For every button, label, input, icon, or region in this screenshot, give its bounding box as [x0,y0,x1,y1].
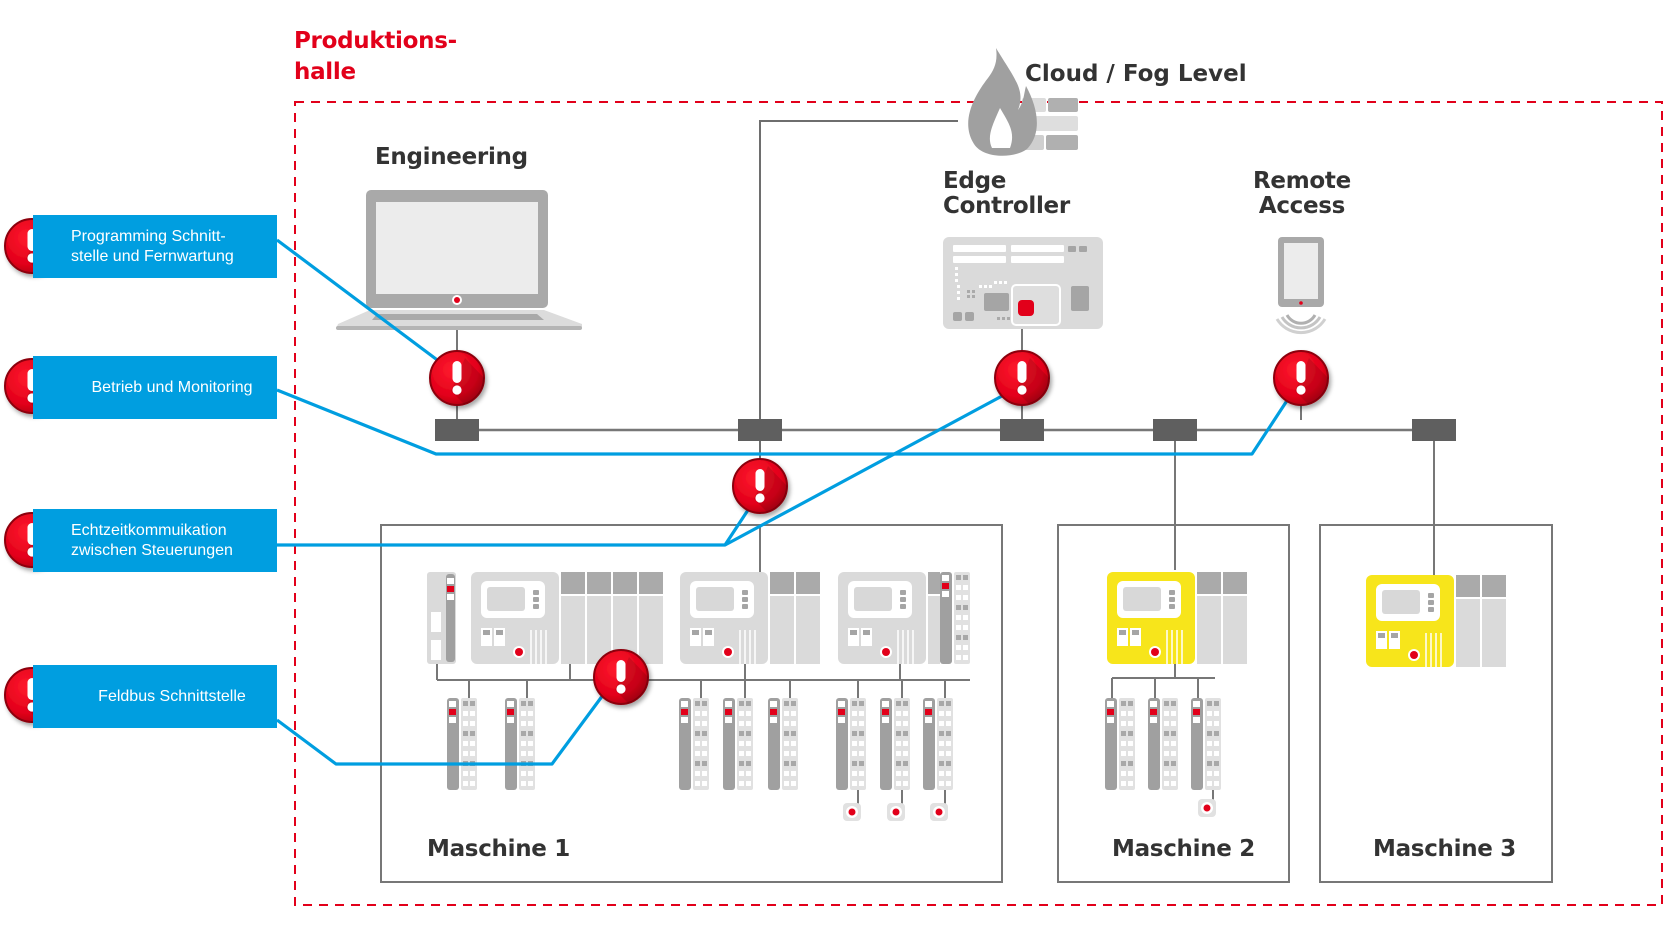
plc-controller-yellow [1366,575,1506,667]
callout-realtime-label: Echtzeitkommuikation zwischen Steuerunge… [71,521,233,559]
production-hall-title: Produktions- halle [294,28,457,85]
tablet-wireless-icon [1275,237,1327,335]
io-module [679,698,709,790]
callout-monitoring[interactable]: Betrieb und Monitoring [33,356,277,419]
edge-controller-label: Edge Controller [943,168,1070,219]
realtime-connector-line [277,509,750,547]
machine-devices [427,525,1506,821]
io-module [940,572,970,664]
alert-icon-engineering[interactable] [430,351,484,405]
io-module [505,698,535,790]
network-switch [1412,419,1456,441]
io-module [836,698,866,790]
io-module [1148,698,1178,790]
network-switch [435,419,479,441]
machine-3-label: Maschine 3 [1373,836,1516,862]
plc-controller [838,572,940,664]
remote-access-label: Remote Access [1253,168,1351,219]
io-module [1191,698,1221,790]
network-switch [1000,419,1044,441]
plc-controller-yellow [1107,572,1247,664]
callout-fieldbus-label: Feldbus Schnittstelle [98,687,246,705]
sensor-icon [1198,799,1216,817]
alert-icon-fieldbus[interactable] [594,650,648,704]
callout-programming[interactable]: Programming Schnitt- stelle und Fernwart… [33,215,277,278]
network-switch [738,419,782,441]
callout-monitoring-label: Betrieb und Monitoring [91,378,253,396]
callout-fieldbus[interactable]: Feldbus Schnittstelle [33,665,277,728]
sensor-icon [930,803,948,821]
sensor-icon [843,803,861,821]
callout-realtime[interactable]: Echtzeitkommuikation zwischen Steuerunge… [33,509,277,572]
plc-controller [680,572,820,664]
alert-icon-remote-access[interactable] [1274,351,1328,405]
cloud-uplink-line [759,120,958,490]
realtime-edge-connector-line [724,394,1003,547]
monitoring-connector-line [276,388,1292,456]
machine-1-box [380,524,1003,883]
alert-icon-edge-controller[interactable] [995,351,1049,405]
alert-icon-realtime[interactable] [733,459,787,513]
bus-coupler [427,572,456,664]
io-module [880,698,910,790]
edge-controller-icon [943,237,1103,329]
plc-controller [471,572,663,664]
production-hall-border [294,101,1663,906]
engineering-label: Engineering [375,144,528,170]
sensor-icon [887,803,905,821]
io-module [723,698,753,790]
fieldbus-connector-line [276,694,605,766]
machine-3-box [1319,524,1553,883]
callout-programming-label: Programming Schnitt- stelle und Fernwart… [71,227,234,265]
io-module [923,698,953,790]
firewall-icon [968,48,1078,156]
programming-connector-line [276,238,441,364]
machine-2-box [1057,524,1290,883]
network-switch [1153,419,1197,441]
io-module [768,698,798,790]
io-module [1105,698,1135,790]
cloud-fog-label: Cloud / Fog Level [1025,61,1247,87]
machine-2-label: Maschine 2 [1112,836,1255,862]
laptop-icon [336,190,582,330]
io-module [447,698,477,790]
network-switches [435,419,1456,441]
machine-1-label: Maschine 1 [427,836,570,862]
